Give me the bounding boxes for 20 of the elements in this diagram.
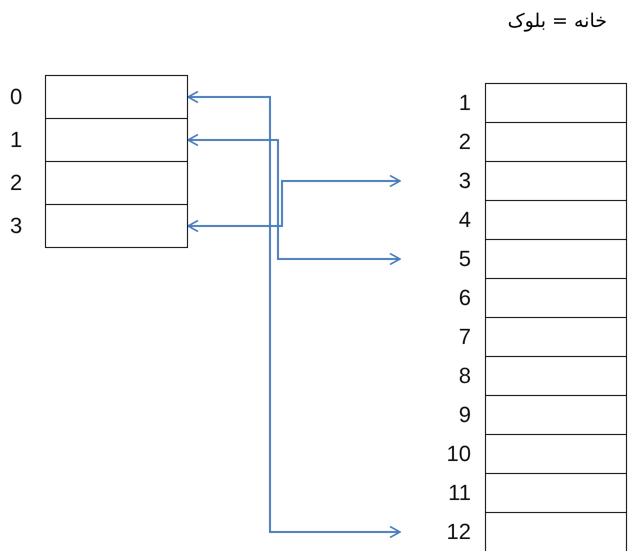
index-number: 11 — [448, 480, 471, 506]
index-number: 9 — [458, 402, 471, 428]
index-number: 8 — [458, 363, 471, 389]
index-number: 1 — [10, 127, 22, 153]
mapping-arrow — [187, 134, 401, 266]
mapping-arrow — [187, 90, 401, 538]
note-text: خانه = بلوک — [508, 10, 607, 32]
index-number: 2 — [10, 170, 22, 196]
index-number: 3 — [458, 168, 471, 194]
index-number: 3 — [10, 213, 22, 239]
index-number: 7 — [458, 324, 471, 350]
index-number: 0 — [10, 84, 22, 110]
index-number: 10 — [446, 441, 471, 467]
index-number: 1 — [458, 90, 471, 116]
index-number: 4 — [458, 207, 471, 233]
index-number: 6 — [458, 285, 471, 311]
index-number: 5 — [458, 246, 471, 272]
index-number: 12 — [446, 519, 471, 545]
mapping-arrow — [187, 174, 401, 232]
index-number: 2 — [458, 129, 471, 155]
